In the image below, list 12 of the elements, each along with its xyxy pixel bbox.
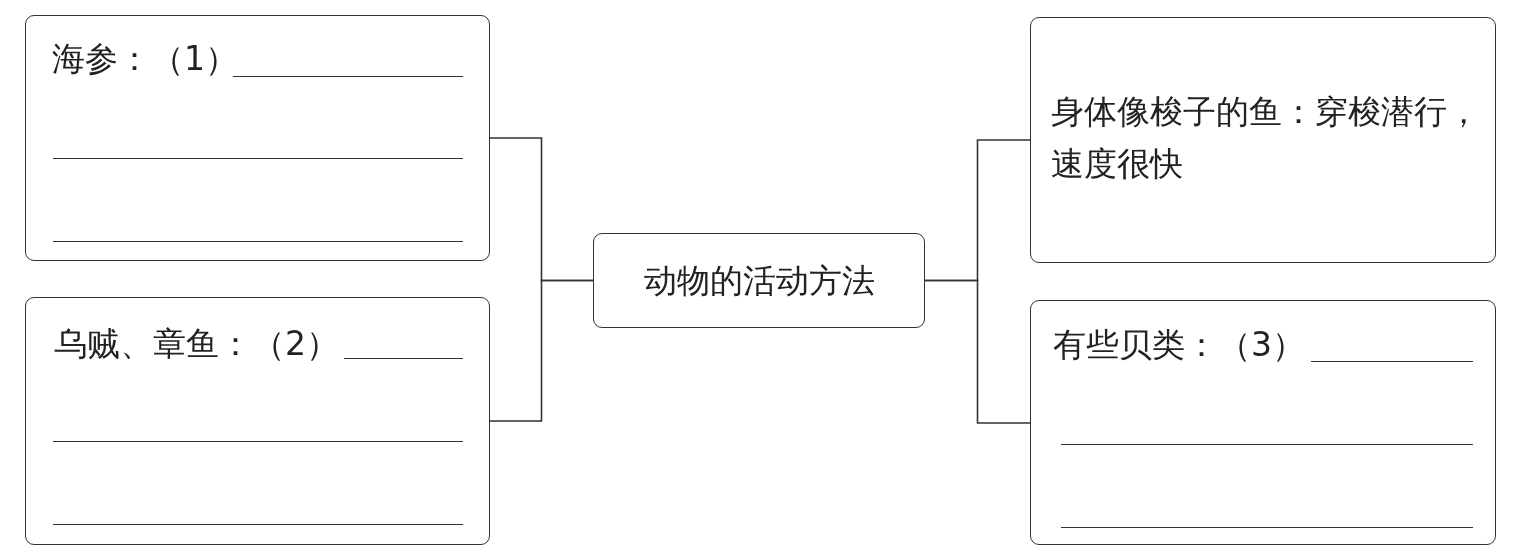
box-text: 身体像梭子的鱼：穿梭潜行，速度很快 <box>1051 91 1481 185</box>
text-box <box>25 15 490 261</box>
text-box <box>25 297 490 545</box>
text-box <box>1030 300 1496 545</box>
connector-line <box>489 279 594 422</box>
box-text: 有些贝类：（3） <box>1053 324 1306 366</box>
box-text: 海参：（1） <box>52 38 239 80</box>
box-text: 乌贼、章鱼：（2） <box>54 323 340 365</box>
topic-box <box>593 233 925 328</box>
topic-label: 动物的活动方法 <box>642 260 876 302</box>
connector-line <box>924 279 1031 424</box>
text-box <box>1030 17 1496 263</box>
